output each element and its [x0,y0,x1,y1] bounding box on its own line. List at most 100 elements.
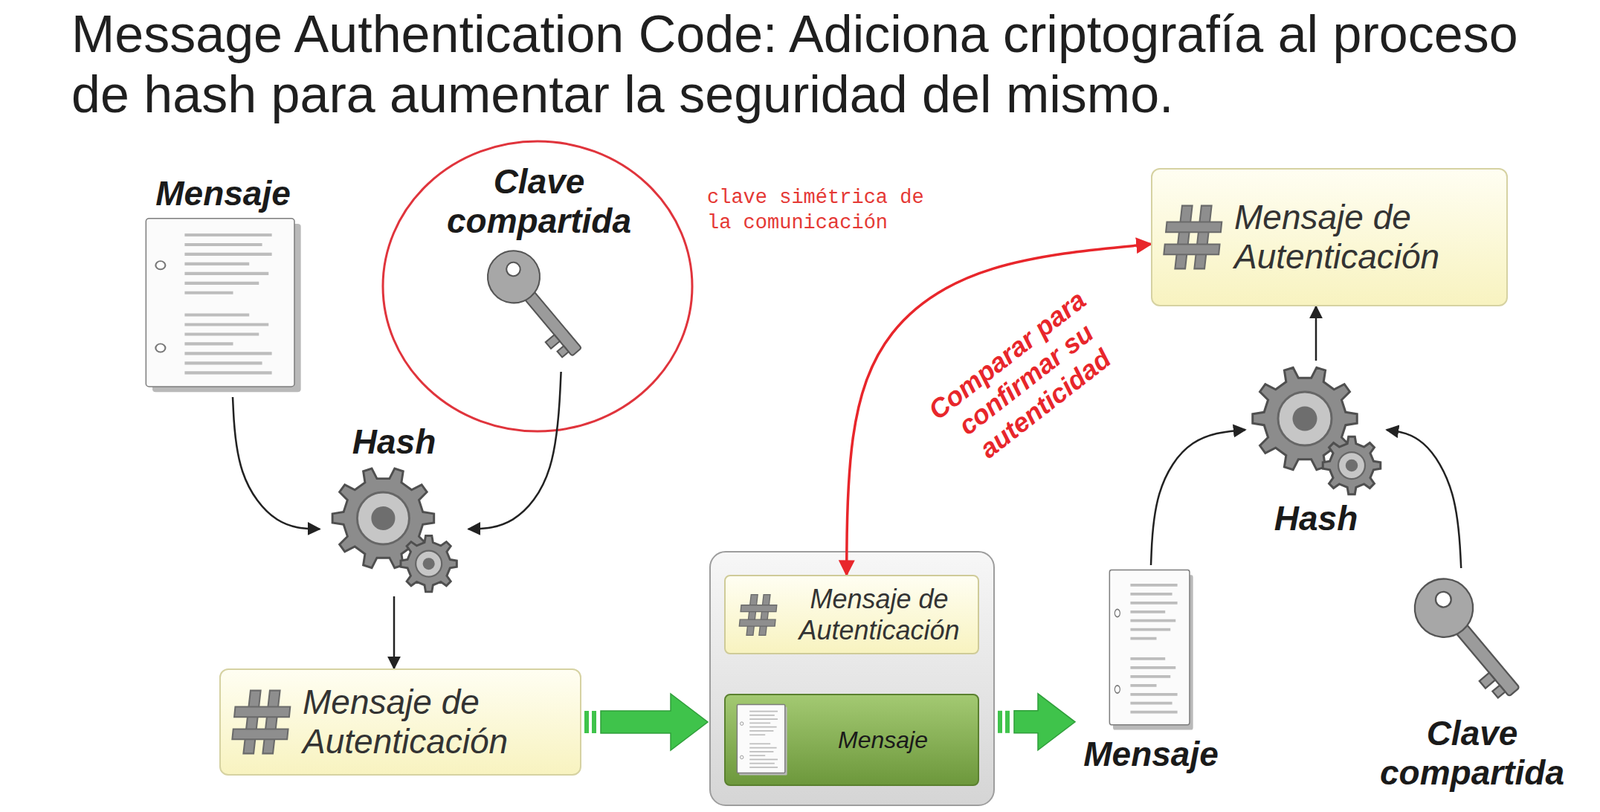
hash-icon-part-part-part [243,690,261,754]
doc-icon-part-part-part [749,759,778,761]
key-icon-part-part-part [1432,588,1455,611]
doc-icon-part-part [740,721,744,726]
doc-icon-part-part-part [184,252,272,256]
mac-box: Mensaje de Autenticación [724,574,980,655]
doc-icon-part [736,703,789,777]
doc-icon-part-part-part [1130,666,1176,670]
doc-icon-part-part-part [184,262,250,266]
flow-arrow [232,397,320,529]
hash-icon [1162,201,1224,273]
flow-arrow [1386,429,1461,569]
gear-icon-part-part [1345,459,1359,473]
doc-icon-part-part-part [749,742,771,745]
doc-icon-part-part [1114,608,1120,617]
doc-icon-part-part [1114,685,1120,693]
flow-arrow [1150,429,1246,566]
doc-icon-part-part [1109,569,1190,725]
doc-icon-part-part [155,343,166,352]
doc-icon-part-part-part [184,233,272,237]
hash-icon [736,591,781,638]
edge-label: Comparar para confirmar su autenticidad [913,276,1140,482]
key-node: Clave compartida [428,162,650,372]
flow-connector [232,397,320,529]
doc-icon-part-part-part [1130,619,1176,623]
hash-icon-part-part-part [740,604,777,612]
doc-icon-part-part-part [184,371,272,374]
hash-icon-part-part-part [759,594,771,635]
doc-icon-part [142,215,305,395]
hash-node: Hash [1245,360,1387,539]
doc-icon [142,215,305,395]
key-icon-part-part [1405,570,1537,711]
box-text: Mensaje de Autenticación [1234,197,1496,277]
doc-icon-part-part-part [1130,628,1171,632]
doc-icon [736,703,789,777]
arrow-tail-bar [584,710,589,734]
key-icon-part-part [477,243,598,369]
box-text: Mensaje de Autenticación [302,682,570,762]
flow-connector [468,371,562,529]
key-icon-part-part-part [1479,672,1506,701]
doc-icon-part-part [740,755,744,760]
doc-icon-part-part [749,711,778,768]
hash-icon-part-part-part [1194,205,1212,270]
key-icon [472,243,606,370]
hash-icon-part [736,591,781,638]
compare-arrow [846,243,1151,575]
key-icon-part-part-part [503,259,523,279]
arrow-tail-bar [997,710,1003,734]
hash-icon-part [1162,201,1224,273]
key-icon-part [1405,570,1539,712]
doc-icon-part-part [155,260,166,270]
node-label: Clave compartida [1362,713,1583,793]
box-text: Mensaje [798,726,968,754]
doc-icon-part-part-part [184,291,233,295]
doc-icon-part-part-part [749,766,778,769]
flow-arrow [468,371,562,529]
key-node: Clave compartida [1362,568,1583,793]
transfer-arrow [997,693,1076,751]
gear-icon-part-part [371,506,395,531]
doc-icon-part-part [145,218,295,387]
hash-icon-part-part-part [746,594,758,635]
doc-icon-part-part [736,704,785,774]
doc-icon-part-part-part [1130,601,1177,605]
doc-icon-part-part-part [184,332,259,336]
transfer-arrow [584,693,708,751]
gear-icon-part-part [356,492,409,545]
hash-icon-part-part [1163,205,1222,270]
doc-icon-part-part-part [749,710,778,713]
doc-icon-part-part-part [1130,692,1177,696]
gear-icon-part-part [1338,452,1366,479]
doc-icon-part-part-part [1130,610,1166,614]
doc-icon-part-part-part [749,754,766,757]
doc-icon-part-part [1130,585,1177,713]
doc-icon [1107,567,1195,733]
doc-icon-part-part-part [184,361,262,365]
gear-icon-part-part [423,557,435,570]
hash-icon-part-part-part [1163,244,1220,256]
doc-icon-part-part-part [749,718,778,720]
doc-icon-part-part-part [1130,637,1157,641]
node-label: Hash [352,422,436,462]
gear-icon-part-part [415,550,442,577]
node-label: Mensaje [1083,734,1219,774]
document-node: Mensaje [1076,565,1226,774]
hash-icon-part-part-part [231,729,288,740]
node-label: Clave compartida [428,162,650,241]
doc-icon-part-part-part [749,762,775,765]
doc-icon-part [1107,567,1195,733]
hash-icon-part-part-part [234,707,290,718]
doc-icon-part-part-part [1130,583,1177,587]
title: Message Authentication Code: Adiciona cr… [71,4,1574,125]
doc-icon-part-part-part [749,722,771,725]
doc-icon-part-part-part [1130,675,1171,679]
mac-box: Mensaje de Autenticación [1150,168,1508,307]
doc-icon-part-part-part [749,747,777,749]
flow-connector [1386,429,1461,569]
flow-arrow [393,596,396,669]
flow-arrow [1315,306,1318,361]
gear-icon-part [327,463,461,595]
doc-icon-part-part-part [749,750,774,753]
